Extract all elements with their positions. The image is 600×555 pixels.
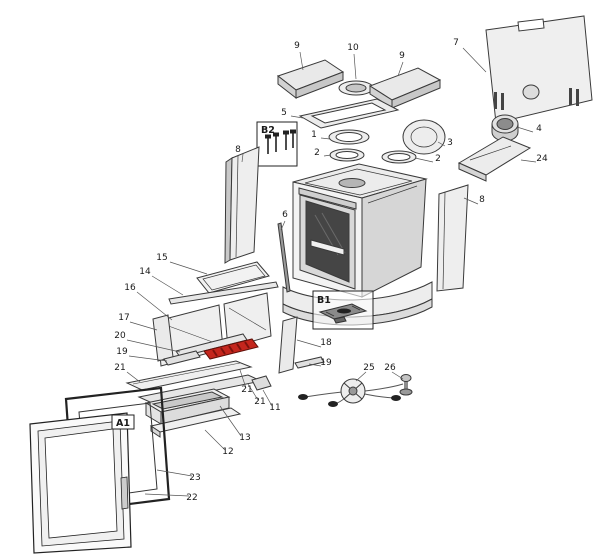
label-back-panel: 7	[453, 38, 459, 48]
label-grate-bar-left: 19	[116, 347, 128, 357]
part-top-frame	[298, 98, 400, 129]
label-trim-lower: 21	[254, 397, 265, 407]
part-back-panel	[485, 15, 593, 124]
part-highlighted-grate	[203, 338, 259, 360]
label-support-bar: 20	[114, 331, 126, 341]
part-firebox-body	[292, 163, 428, 298]
part-ring-right	[381, 150, 417, 164]
label-grate-bar-right: 19	[320, 358, 332, 368]
part-support-rod	[168, 281, 279, 305]
part-base-plate	[149, 407, 242, 438]
part-ring-left	[329, 148, 365, 162]
label-small-bracket: 11	[269, 403, 280, 413]
label-side-panel-left: 8	[235, 145, 241, 155]
part-rear-bracket	[457, 136, 532, 182]
label-side-strip-left: 17	[118, 313, 129, 323]
label-side-panel-right: 8	[479, 195, 485, 205]
part-rod	[277, 222, 291, 293]
label-ring-outer: 1	[311, 130, 317, 140]
part-damper-wheel	[298, 378, 404, 407]
label-ring-right: 2	[435, 154, 441, 164]
label-door-assembly-a1: A1	[116, 418, 130, 429]
label-baffle-plate: 15	[156, 253, 167, 263]
part-side-strip-right	[278, 316, 298, 374]
part-side-panel-left	[224, 146, 260, 264]
part-top-plate-left	[276, 59, 345, 100]
label-rear-bracket: 24	[536, 154, 548, 164]
label-top-plate-right: 9	[399, 51, 405, 61]
part-top-plate-right	[368, 67, 442, 109]
label-rod: 6	[282, 210, 288, 220]
part-baffle-plate	[196, 261, 270, 294]
label-leveling-foot: 26	[384, 363, 396, 373]
label-ring-left: 2	[314, 148, 320, 158]
label-grate-assembly-b1: B1	[317, 295, 331, 306]
label-support-rod: 14	[139, 267, 151, 277]
label-ash-pan: 13	[239, 433, 250, 443]
leader-lines-path	[126, 47, 537, 497]
label-side-strip-right: 18	[320, 338, 332, 348]
part-grate-bar-left	[163, 350, 201, 366]
label-firebrick-panels: 16	[124, 283, 136, 293]
label-damper-wheel: 25	[363, 363, 374, 373]
part-leveling-foot	[399, 374, 413, 396]
part-side-panel-right	[436, 184, 469, 292]
label-flue-ring: 10	[347, 43, 359, 53]
part-grate-bar-right	[294, 356, 325, 369]
label-top-plate-left: 9	[294, 41, 300, 51]
label-door-gasket: 23	[189, 473, 200, 483]
label-flue-collar: 4	[536, 124, 542, 134]
part-flue-ring	[338, 80, 374, 96]
part-trim-upper	[125, 360, 253, 391]
part-screw-set-b2	[256, 121, 298, 167]
part-flue-collar	[491, 114, 519, 142]
part-door-assembly	[29, 412, 135, 554]
label-base-plate: 12	[222, 447, 233, 457]
part-small-bracket	[251, 375, 272, 391]
label-trim-upper: 21	[114, 363, 125, 373]
label-top-frame: 5	[281, 108, 287, 118]
part-grate-assembly-b1	[312, 290, 374, 330]
label-screw-set-b2: B2	[261, 125, 275, 136]
label-trim-right-end: 21	[241, 385, 252, 395]
part-labels: 9 10 9 7 5 B2 1 2 3 2 4 24 8 8 6 15 14 1…	[114, 38, 548, 503]
door-handle	[120, 476, 129, 510]
screws-icon	[265, 129, 296, 154]
label-blanking-plate: 3	[447, 138, 453, 148]
part-ring-outer	[328, 129, 370, 145]
label-glass-gasket: 22	[186, 493, 197, 503]
part-blanking-plate	[402, 119, 446, 155]
